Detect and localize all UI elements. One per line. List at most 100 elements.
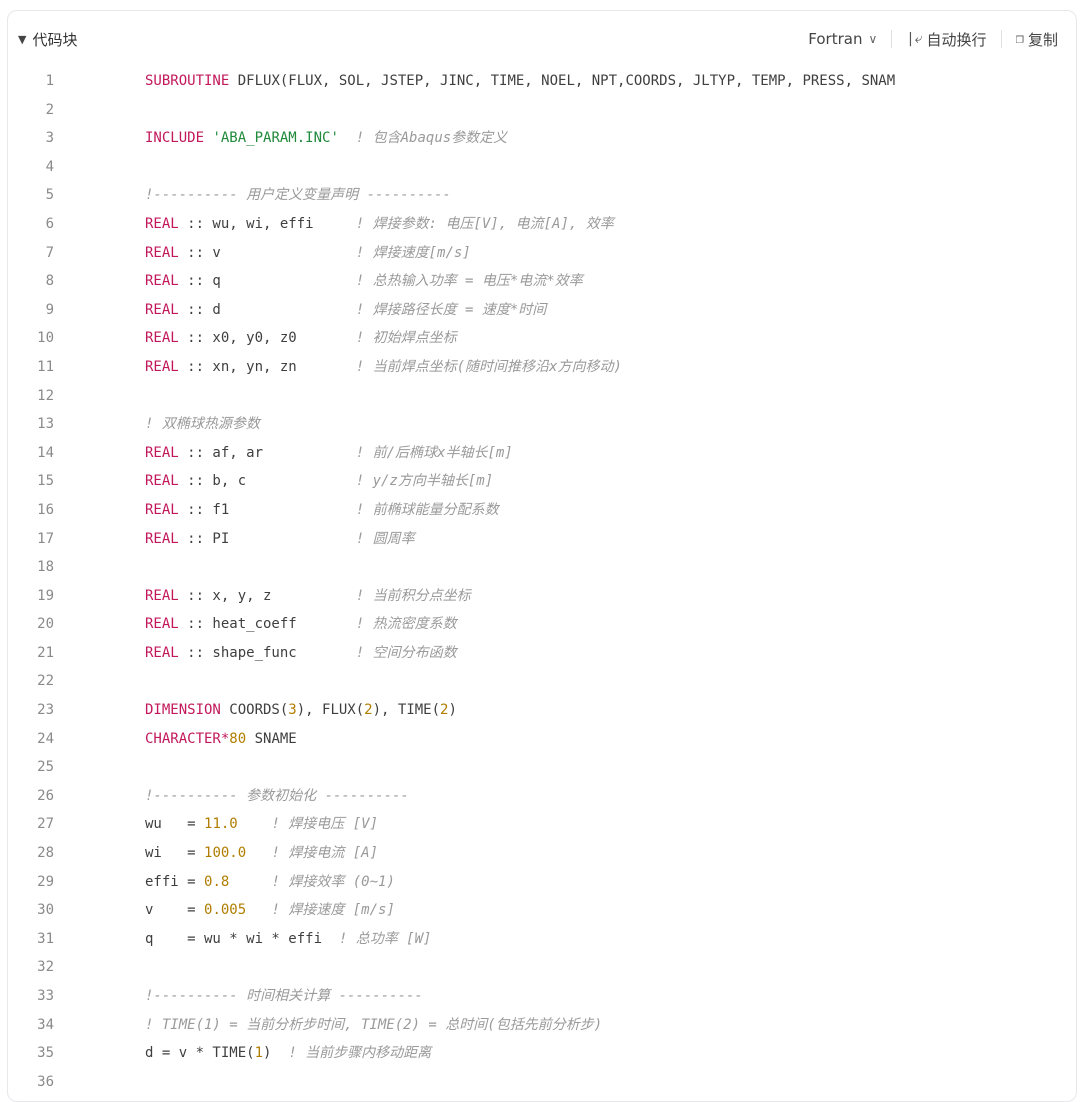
code-token: ! 当前积分点坐标 (355, 587, 471, 604)
code-token: ! 热流密度系数 (355, 616, 457, 633)
line-number: 2 (45, 101, 54, 118)
line-content: REAL :: af, ar ! 前/后椭球x半轴长[m] (145, 439, 513, 468)
code-line: 14 REAL :: af, ar ! 前/后椭球x半轴长[m] (8, 439, 1076, 468)
code-token: ! 前/后椭球x半轴长[m] (355, 444, 513, 461)
code-token: :: b, c (178, 473, 356, 490)
code-line: 12 (8, 382, 1076, 411)
line-number: 29 (37, 873, 54, 890)
code-token: ! 焊接路径长度 = 速度*时间 (355, 301, 547, 318)
code-token: ! 圆周率 (355, 530, 415, 547)
wrap-label: 自动换行 (926, 30, 987, 49)
line-content: effi = 0.8 ! 焊接效率 (0~1) (145, 868, 395, 897)
code-token (339, 130, 356, 146)
code-token: :: v (178, 244, 356, 261)
code-line: 5!---------- 用户定义变量声明 ---------- (8, 181, 1076, 210)
code-token: q = wu * wi * effi (145, 930, 339, 947)
line-number: 19 (37, 587, 54, 604)
collapse-toggle[interactable]: ▼ 代码块 (18, 29, 77, 50)
code-line: 33 !---------- 时间相关计算 ---------- (8, 982, 1076, 1011)
line-number: 36 (37, 1073, 54, 1090)
code-token: REAL (145, 301, 179, 318)
line-number: 14 (37, 444, 54, 461)
line-content: wu = 11.0 ! 焊接电压 [V] (145, 810, 378, 839)
triangle-down-icon: ▼ (18, 32, 27, 46)
line-content: REAL :: PI ! 圆周率 (145, 525, 415, 554)
code-token: DFLUX(FLUX, SOL, JSTEP, JINC, TIME, NOEL… (229, 73, 896, 89)
line-content: INCLUDE 'ABA_PARAM.INC' ! 包含Abaqus参数定义 (145, 124, 507, 153)
line-content: !---------- 用户定义变量声明 ---------- (145, 181, 451, 210)
code-token (246, 845, 271, 861)
language-select[interactable]: Fortran ∨ (808, 30, 877, 48)
line-number: 18 (37, 559, 54, 576)
line-content: REAL :: x, y, z ! 当前积分点坐标 (145, 582, 471, 611)
code-token: :: x0, y0, z0 (178, 330, 356, 347)
code-token: 11.0 (204, 816, 238, 833)
code-token: !---------- 时间相关计算 ---------- (145, 988, 423, 1004)
code-token: REAL (145, 244, 179, 261)
line-content: REAL :: shape_func ! 空间分布函数 (145, 639, 457, 668)
code-token: SNAME (246, 730, 297, 747)
line-content: wi = 100.0 ! 焊接电流 [A] (145, 839, 378, 868)
code-token: ! 焊接速度[m/s] (355, 244, 471, 261)
code-token: effi = (145, 873, 205, 890)
line-content: ! 双椭球热源参数 (145, 410, 260, 439)
code-token (246, 902, 271, 918)
line-content: REAL :: xn, yn, zn ! 当前焊点坐标(随时间推移沿x方向移动) (145, 353, 622, 382)
code-token: :: x, y, z (178, 587, 356, 604)
line-number: 11 (37, 358, 54, 375)
line-number: 33 (37, 988, 54, 1004)
line-number: 30 (37, 902, 54, 919)
line-content: REAL :: b, c ! y/z方向半轴长[m] (145, 467, 493, 496)
code-token: ! 焊接参数: 电压[V], 电流[A], 效率 (355, 215, 614, 232)
code-line: 7 REAL :: v ! 焊接速度[m/s] (8, 239, 1076, 268)
line-content: SUBROUTINE DFLUX(FLUX, SOL, JSTEP, JINC,… (145, 67, 895, 96)
code-token: REAL (145, 444, 179, 461)
line-content: q = wu * wi * effi ! 总功率 [W] (145, 925, 431, 954)
code-token: ! 焊接速度 [m/s] (271, 902, 395, 919)
code-line: 18 (8, 553, 1076, 582)
line-content: ! TIME(1) = 当前分析步时间, TIME(2) = 总时间(包括先前分… (145, 1011, 602, 1040)
line-content: REAL :: d ! 焊接路径长度 = 速度*时间 (145, 296, 546, 325)
code-token: REAL (145, 501, 179, 518)
code-token: ! 初始焊点坐标 (355, 330, 457, 347)
wrap-toggle-button[interactable]: |⤶ 自动换行 (906, 29, 986, 50)
line-content: REAL :: f1 ! 前椭球能量分配系数 (145, 496, 499, 525)
line-number: 12 (37, 387, 54, 404)
copy-button[interactable]: ❐ 复制 (1016, 29, 1058, 50)
code-token: ! 包含Abaqus参数定义 (355, 130, 508, 147)
line-number: 24 (37, 730, 54, 747)
code-token: 2 (364, 702, 373, 719)
code-token: REAL (145, 215, 179, 232)
line-number: 28 (37, 845, 54, 862)
line-number: 15 (37, 473, 54, 490)
line-number: 22 (37, 673, 54, 690)
code-token: DIMENSION (145, 702, 221, 719)
code-token: :: q (178, 273, 356, 290)
line-content: !---------- 参数初始化 ---------- (145, 782, 409, 811)
code-token (238, 816, 272, 832)
line-number: 7 (45, 244, 54, 261)
line-number: 32 (37, 959, 54, 976)
language-label: Fortran (808, 30, 863, 48)
line-content: v = 0.005 ! 焊接速度 [m/s] (145, 896, 395, 925)
wrap-icon: |⤶ (906, 31, 923, 47)
code-token: ), TIME( (372, 702, 441, 719)
code-token: 3 (288, 702, 297, 719)
code-token: :: shape_func (178, 644, 356, 661)
line-number: 13 (37, 416, 54, 433)
code-line: 36 (8, 1068, 1076, 1097)
code-token: INCLUDE (145, 130, 205, 147)
line-number: 10 (37, 330, 54, 347)
code-token: ! 焊接电压 [V] (271, 816, 379, 833)
